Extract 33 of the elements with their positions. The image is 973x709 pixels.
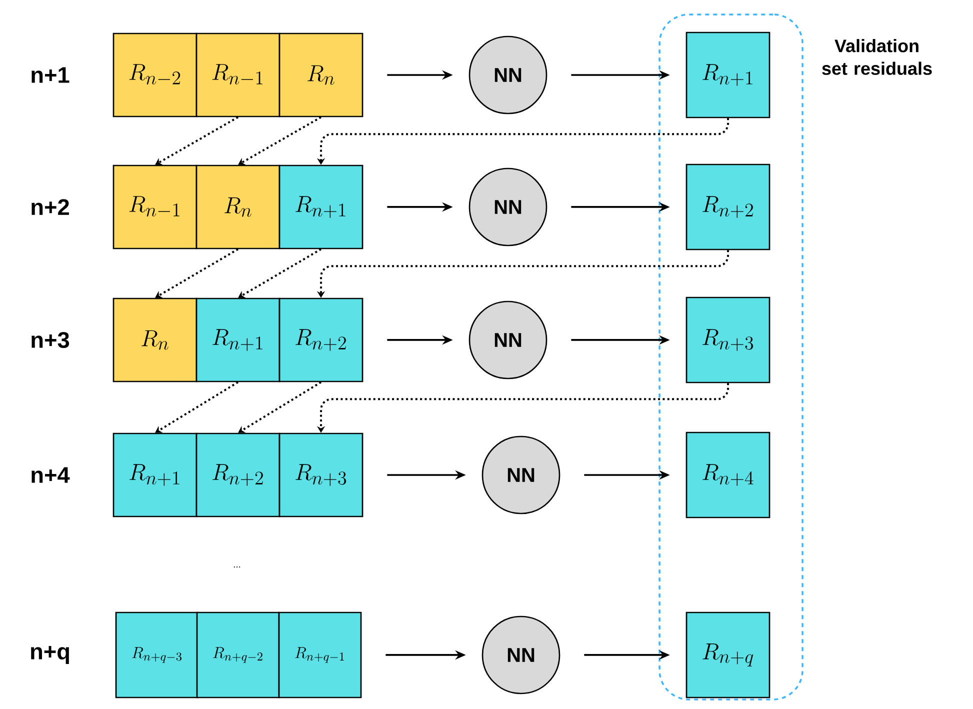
residual-cell: $R_{n-1}$ [196, 32, 280, 118]
dotted-arrow [155, 116, 238, 166]
dotted-arrow [238, 116, 322, 166]
residual-cell: $R_{n+1}$ [278, 164, 364, 250]
heading: Validation set residuals [822, 39, 932, 75]
dotted-arrow [155, 381, 239, 433]
ellipsis: ... [234, 566, 240, 568]
residual-cell: $R_{n}$ [278, 32, 364, 118]
row-label: n+2 [32, 199, 69, 215]
residual-box: $R_{n+q}$ [686, 612, 770, 698]
row-label: n+q [31, 646, 69, 664]
residual-box: $R_{n+1}$ [686, 32, 770, 118]
row-label: n+1 [32, 67, 70, 83]
dotted-arrow [238, 248, 322, 298]
residual-box: $R_{n+2}$ [686, 164, 770, 250]
residual-cell: $R_{n+2}$ [196, 432, 280, 518]
residual-cell: $R_{n+1}$ [196, 298, 280, 382]
residual-box: $R_{n+4}$ [686, 432, 770, 518]
dotted-arrow [155, 248, 239, 298]
residual-cell: $R_{n+2}$ [278, 298, 364, 382]
residual-cell: $R_{n+q-2}$ [196, 612, 280, 698]
residual-cell: $R_{n-1}$ [112, 164, 198, 250]
residual-cell: $R_{n}$ [112, 298, 198, 382]
residual-cell: $R_{n-2}$ [112, 32, 198, 118]
residual-cell: $R_{n+q-1}$ [278, 612, 362, 698]
residual-cell: $R_{n+q-3}$ [115, 612, 199, 698]
row-label: n+4 [32, 467, 70, 483]
row-label: n+3 [32, 332, 70, 348]
dotted-arrow [238, 381, 322, 433]
residual-box: $R_{n+3}$ [686, 296, 770, 384]
residual-cell: $R_{n}$ [196, 164, 280, 250]
residual-cell: $R_{n+3}$ [278, 432, 364, 518]
residual-cell: $R_{n+1}$ [112, 432, 198, 518]
